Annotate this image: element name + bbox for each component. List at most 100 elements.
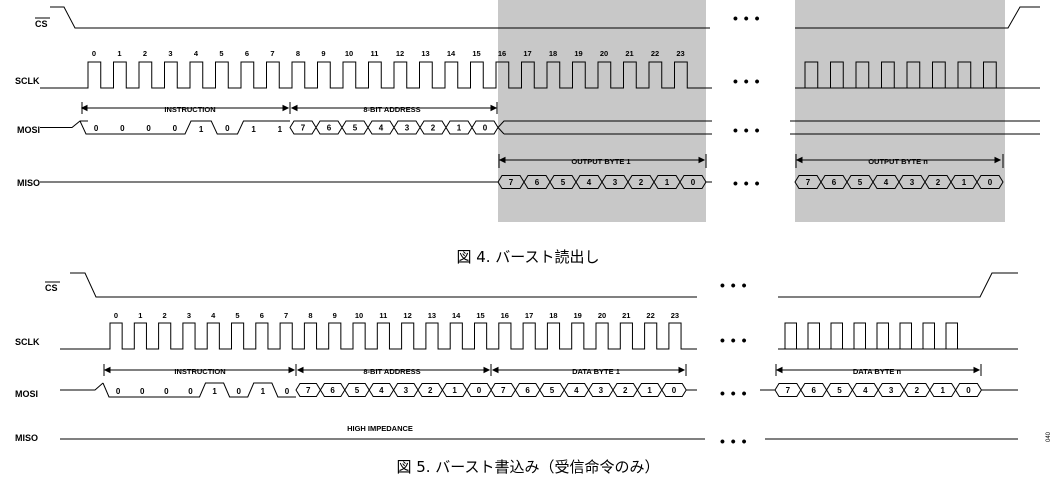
fig4-sclk-wave: [40, 61, 712, 89]
fig4-tick-21: 21: [625, 49, 633, 58]
fig4-tick-11: 11: [371, 49, 379, 58]
fig4-output-byte1-bit-1: 6: [535, 178, 540, 187]
fig4-cs-label: CS: [35, 19, 48, 29]
fig4-sclk-wave-n: [795, 61, 1009, 89]
fig5-instruction-arrow-head-left: [103, 366, 111, 374]
fig5-address-bit-7: 0: [477, 386, 482, 395]
fig5-sclk-label: SCLK: [15, 337, 40, 347]
fig5-instruction-arrow-head-right: [288, 366, 296, 374]
fig5-tick-14: 14: [452, 311, 461, 320]
fig5-data-byte1-bit-5: 2: [623, 386, 628, 395]
fig4-output-byte1-bit-2: 5: [561, 178, 566, 187]
fig5-data-byte1-bit-3: 4: [574, 386, 579, 395]
fig5-miso-high-impedance-label: HIGH IMPEDANCE: [347, 424, 413, 433]
fig4-tick-6: 6: [245, 49, 249, 58]
fig4-address-bit-1: 6: [327, 124, 332, 133]
fig5-tick-4: 4: [211, 311, 216, 320]
fig4-address-label: 8-BIT ADDRESS: [363, 105, 420, 114]
fig4-sclk-label: SCLK: [15, 76, 40, 86]
fig4-tick-10: 10: [345, 49, 353, 58]
fig5-data-byten-bit-0: 7: [786, 386, 791, 395]
fig5-address-arrow-head-left: [296, 366, 304, 374]
fig5-address-bit-1: 6: [330, 386, 335, 395]
fig4-tick-8: 8: [296, 49, 300, 58]
fig4-output-byten-bit-1: 6: [832, 178, 837, 187]
fig4-tick-13: 13: [421, 49, 429, 58]
fig5-data-byten-bit-6: 1: [940, 386, 945, 395]
fig4-tick-16: 16: [498, 49, 506, 58]
fig5-address-bit-0: 7: [306, 386, 311, 395]
fig5-address-bit-2: 5: [355, 386, 360, 395]
fig4-shade-output-byte-n: [795, 0, 1005, 222]
fig4-output-byte1-bit-3: 4: [587, 178, 592, 187]
fig5-address-bit-4: 3: [404, 386, 409, 395]
fig5-side-code: 040: [1046, 431, 1052, 442]
fig5-cs-wave: [70, 272, 697, 298]
fig5-tick-11: 11: [379, 311, 387, 320]
fig4-output-byten-bit-2: 5: [858, 178, 863, 187]
fig5-tick-23: 23: [671, 311, 679, 320]
fig4-mosi-instruction-wave: [79, 120, 290, 135]
fig4-output-byte1-label: OUTPUT BYTE 1: [571, 157, 630, 166]
fig5-instruction-bit-2: 0: [164, 387, 169, 396]
fig4-tick-0: 0: [92, 49, 96, 58]
fig5-data-byte1-bit-0: 7: [501, 386, 506, 395]
fig4-shade-output-byte-1: [498, 0, 706, 222]
fig5-ellipsis-sclk: • • •: [720, 332, 747, 348]
fig5-caption: 図 5. バースト書込み（受信命令のみ）: [396, 458, 659, 476]
fig5-data-byten-bit-5: 2: [915, 386, 920, 395]
fig5-tick-3: 3: [187, 311, 191, 320]
fig5-ellipsis-mosi: • • •: [720, 385, 747, 401]
fig4-mosi-end: [790, 120, 1040, 135]
fig5-data-byten-arrow-head-left: [775, 366, 783, 374]
fig5-sclk-wave: [60, 322, 697, 350]
fig5-address-bit-6: 1: [452, 386, 457, 395]
fig4-tick-3: 3: [168, 49, 172, 58]
fig5-miso-label: MISO: [15, 433, 38, 443]
fig4-output-byten-bit-4: 3: [910, 178, 915, 187]
fig4-address-bit-5: 2: [431, 124, 436, 133]
fig4-instruction-bit-0: 0: [94, 124, 99, 133]
fig5-instruction-bit-4: 1: [212, 387, 217, 396]
fig4-output-byten-arrow-head-left: [795, 156, 803, 164]
fig4-cs-wave: [50, 6, 710, 29]
fig5-data-byten-bit-7: 0: [966, 386, 971, 395]
fig5-data-byten-bit-3: 4: [863, 386, 868, 395]
fig4-ellipsis-cs: • • •: [733, 10, 760, 26]
fig4-signal-labels: CS SCLK MOSI MISO: [15, 17, 50, 188]
fig4-ellipsis-mosi: • • •: [733, 122, 760, 138]
fig4-tick-18: 18: [549, 49, 557, 58]
fig5-mosi-instruction-wave: [102, 382, 296, 398]
fig5-data-byten-bit-4: 3: [889, 386, 894, 395]
fig5-tick-9: 9: [333, 311, 337, 320]
fig5-instruction-bit-6: 1: [261, 387, 266, 396]
fig4-instruction-arrow-head-right: [282, 104, 290, 112]
fig4-output-byten-label: OUTPUT BYTE n: [868, 157, 928, 166]
fig5-tick-19: 19: [574, 311, 582, 320]
fig4-address-arrow-head-right: [490, 104, 498, 112]
fig4-tick-1: 1: [117, 49, 121, 58]
fig5-instruction-bit-7: 0: [285, 387, 290, 396]
fig5-data-byten-bit-2: 5: [837, 386, 842, 395]
fig4-address-bit-6: 1: [457, 124, 462, 133]
fig4-address-bit-0: 7: [301, 124, 306, 133]
fig4-address-bit-4: 3: [405, 124, 410, 133]
fig5-data-byte1-label: DATA BYTE 1: [572, 367, 620, 376]
fig5-data-byten-bit-1: 6: [811, 386, 816, 395]
fig4-tick-17: 17: [523, 49, 531, 58]
fig4-tick-15: 15: [472, 49, 480, 58]
fig4-tick-23: 23: [676, 49, 684, 58]
fig4-output-byte1-arrow-head-left: [498, 156, 506, 164]
fig5-ellipsis-miso: • • •: [720, 433, 747, 449]
fig4-instruction-bit-1: 0: [120, 124, 125, 133]
fig5-tick-15: 15: [476, 311, 484, 320]
fig4-address-bit-7: 0: [483, 124, 488, 133]
fig5-address-label: 8-BIT ADDRESS: [363, 367, 420, 376]
fig5-instruction-label: INSTRUCTION: [174, 367, 225, 376]
fig4-address-arrow-head-left: [290, 104, 298, 112]
fig5-tick-18: 18: [549, 311, 557, 320]
fig5-tick-1: 1: [138, 311, 142, 320]
